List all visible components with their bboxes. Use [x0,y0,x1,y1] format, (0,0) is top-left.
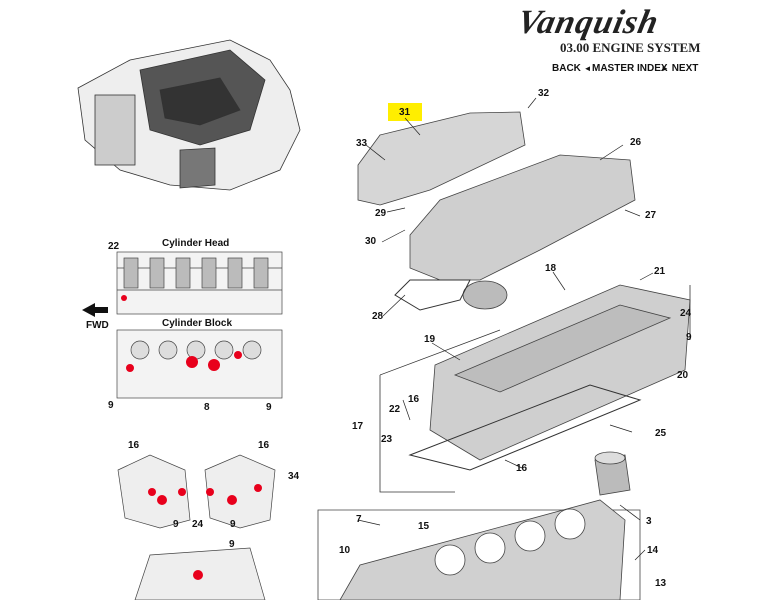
cylinder-head-label: Cylinder Head [162,238,230,249]
fwd-label: FWD [86,320,109,331]
callout: 9 [686,332,692,343]
next-arrow-icon: ► [661,64,669,73]
callout: 22 [389,404,401,415]
engine-cover [357,111,526,206]
callout: 16 [128,440,140,451]
callout: 9 [230,519,236,530]
callout: 25 [655,428,667,439]
section-title: 03.00 ENGINE SYSTEM [560,40,701,55]
callout: 16 [258,440,270,451]
callout: 22 [108,241,120,252]
cylinder-block-assembly [317,499,641,600]
next-link[interactable]: ► NEXT [661,63,698,74]
callout: 14 [647,545,659,556]
callout: 32 [538,88,550,99]
callout: 16 [408,394,420,405]
callout: 9 [229,539,235,550]
callout: 9 [266,402,272,413]
callout: 9 [108,400,114,411]
master-index-link[interactable]: MASTER INDEX [592,63,668,74]
intake-manifold [409,154,636,310]
callout: 30 [365,236,377,247]
callout: 23 [381,434,393,445]
callout: 13 [655,578,667,589]
highlighted-part-box [388,103,422,121]
cylinder-block-diagram [116,295,283,399]
cylinder-liner [594,451,631,496]
callout: 24 [680,308,692,319]
callout: 27 [645,210,657,221]
next-label: NEXT [671,63,699,74]
callout: 33 [356,138,368,149]
cylinder-head-diagram [116,251,283,315]
callout: 9 [173,519,179,530]
fwd-arrow-icon [82,303,108,317]
back-link[interactable]: BACK ◄ [552,63,592,74]
callout: 34 [288,471,300,482]
callout: 29 [375,208,387,219]
bounding-box-head [379,285,691,493]
callout: 18 [545,263,557,274]
manifold-gasket [394,279,471,311]
back-arrow-icon: ◄ [583,64,592,73]
back-label: BACK [552,63,581,74]
callout: 7 [356,514,362,525]
callout: 26 [630,137,642,148]
callout: 20 [677,370,689,381]
cylinder-head-assembly [429,284,691,461]
callout: 3 [646,516,652,527]
callout: 24 [192,519,204,530]
callout: 17 [352,421,364,432]
callout: 19 [424,334,436,345]
cylinder-block-label: Cylinder Block [162,318,233,329]
callout: 10 [339,545,351,556]
engine-overview-illustration [77,39,301,191]
callout: 8 [204,402,210,413]
head-gasket [408,384,642,471]
callout: 28 [372,311,384,322]
callout: 31 [399,107,411,118]
callout: 15 [418,521,430,532]
leader-lines [357,97,654,561]
cylinder-bank-diagram [117,454,276,529]
callout: 16 [516,463,528,474]
callout: 21 [654,266,666,277]
lower-block-diagram [134,547,266,600]
